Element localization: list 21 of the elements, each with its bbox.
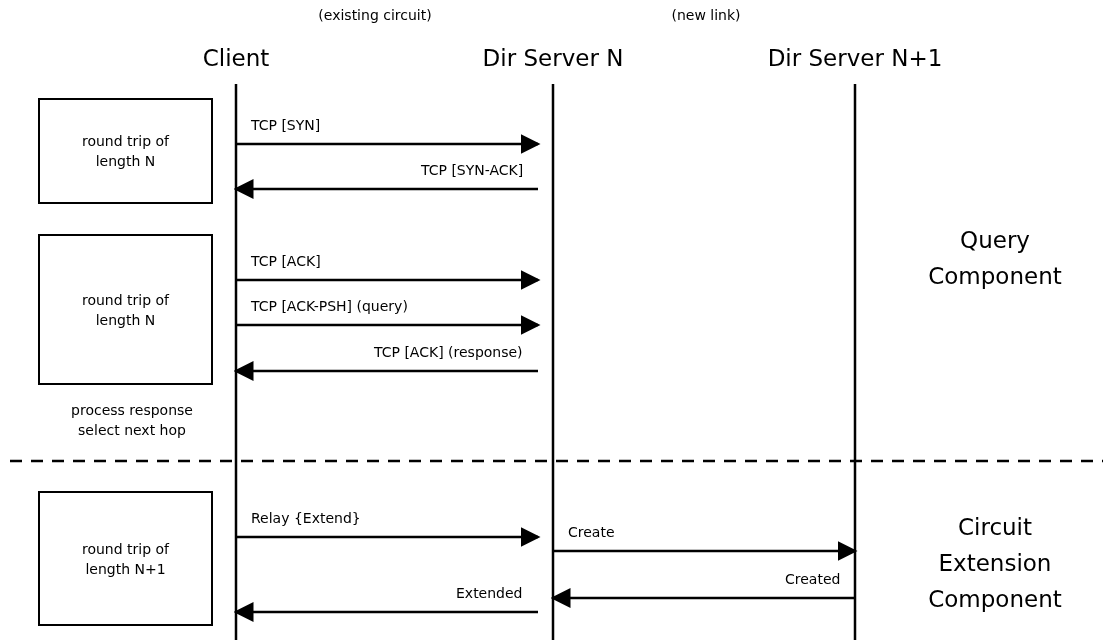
arrow [236, 270, 541, 290]
note-text: process response select next hop [70, 401, 194, 440]
participant-label: Dir Server N+1 [767, 44, 943, 72]
annotation-text: (new link) [670, 6, 742, 25]
section-label: Query Component [927, 226, 1063, 291]
arrow [236, 527, 541, 547]
arrow [553, 541, 858, 561]
edge-label: TCP [SYN-ACK] [419, 161, 526, 179]
participant-label: Client [202, 44, 270, 72]
section-label: Circuit Extension Component [927, 513, 1063, 614]
arrow [236, 134, 541, 154]
participant-label: Dir Server N [482, 44, 624, 72]
edge-label: TCP [SYN] [249, 116, 323, 134]
process-box: round trip of length N+1 [38, 491, 213, 626]
process-box: round trip of length N [38, 98, 213, 204]
edge-label: TCP [ACK-PSH] (query) [249, 297, 410, 315]
arrow [236, 315, 541, 335]
process-box: round trip of length N [38, 234, 213, 385]
edge-label: TCP [ACK] (response) [372, 343, 525, 361]
edge-label: TCP [ACK] [249, 252, 323, 270]
annotation-text: (existing circuit) [317, 6, 433, 25]
